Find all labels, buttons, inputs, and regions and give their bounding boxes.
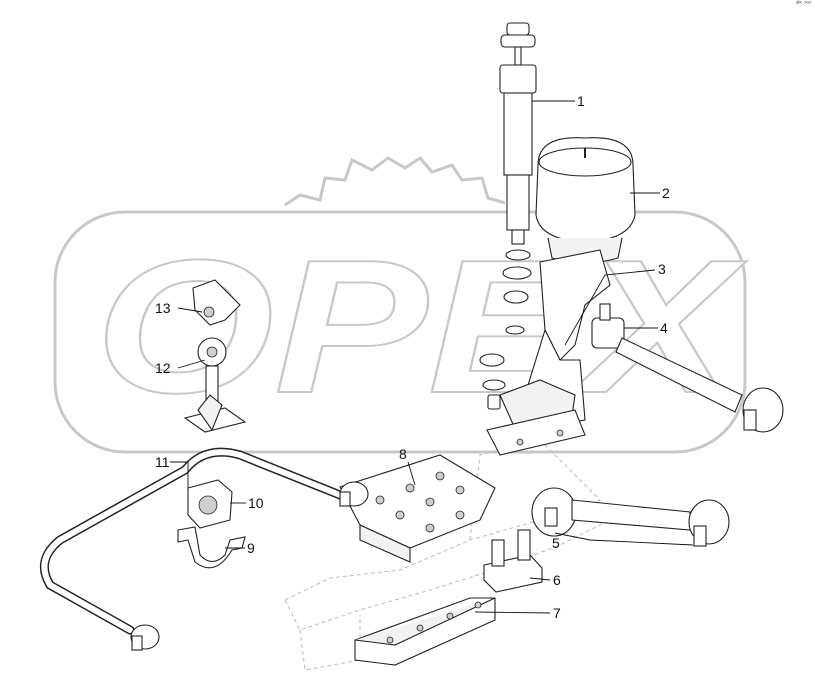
- base-plate: [354, 597, 496, 666]
- callout-label-7: 7: [553, 605, 561, 621]
- callout-2: 2: [630, 185, 670, 201]
- callout-8: 8: [399, 446, 416, 486]
- mount-block: [483, 529, 543, 593]
- washer-stack: [479, 249, 532, 410]
- callout-1: 1: [532, 93, 585, 109]
- callout-label-1: 1: [577, 93, 585, 109]
- callout-13: 13: [155, 300, 203, 316]
- callout-7: 7: [474, 605, 561, 621]
- watermark-badge: [53, 210, 747, 454]
- mount-plate: [339, 454, 496, 563]
- callout-4: 4: [624, 320, 668, 336]
- callout-3: 3: [564, 261, 666, 346]
- callout-12: 12: [155, 359, 206, 376]
- callout-label-6: 6: [553, 572, 561, 588]
- callout-11: 11: [155, 454, 189, 488]
- callout-label-2: 2: [662, 185, 670, 201]
- callout-label-9: 9: [247, 540, 255, 556]
- callout-label-4: 4: [660, 320, 668, 336]
- reaction-rod-upper: [591, 303, 784, 433]
- stabilizer-link: [183, 279, 247, 433]
- stabilizer-bar: [39, 447, 369, 651]
- callout-label-3: 3: [658, 261, 666, 277]
- callout-6: 6: [529, 572, 561, 588]
- callout-label-11: 11: [155, 454, 170, 470]
- air-spring: [535, 137, 636, 264]
- callout-label-13: 13: [155, 300, 171, 316]
- callout-9: 9: [225, 540, 255, 556]
- watermark: OPEX: [53, 156, 748, 454]
- callout-10: 10: [230, 495, 264, 511]
- reaction-rod-lower: [531, 487, 730, 547]
- shock-absorber: [499, 22, 537, 245]
- callout-label-12: 12: [155, 360, 171, 376]
- watermark-gear-icon: [284, 156, 506, 207]
- callout-5: 5: [552, 532, 694, 551]
- callout-label-5: 5: [552, 535, 560, 551]
- clamp: [177, 526, 246, 569]
- corner-mark: ᵃᵇᶜ ᵒᵒᵒ: [795, 1, 811, 7]
- bracket: [486, 249, 611, 456]
- callouts: 1 2 3 4 5 6 7 8: [155, 93, 694, 621]
- watermark-text: OPEX: [95, 221, 747, 433]
- callout-label-8: 8: [399, 446, 407, 462]
- callout-label-10: 10: [248, 495, 264, 511]
- bushing: [187, 479, 233, 529]
